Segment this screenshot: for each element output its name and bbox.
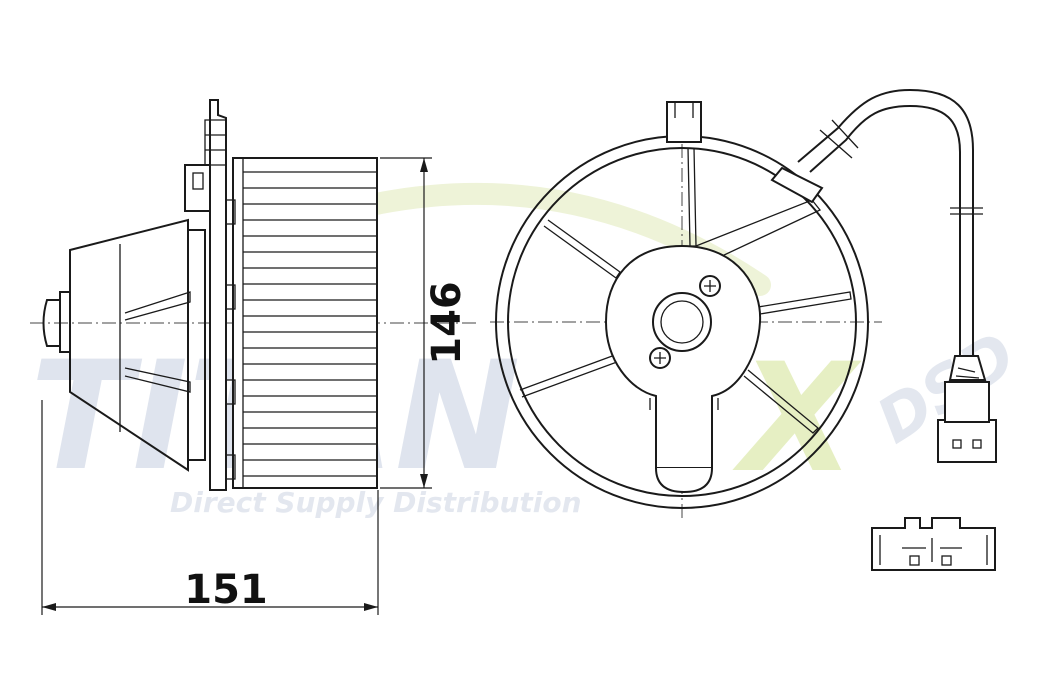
cable-outer xyxy=(797,88,974,356)
inner-ring xyxy=(507,147,857,497)
hub-tab-3 xyxy=(225,379,236,405)
height-arrow-bottom xyxy=(420,474,428,488)
power-cable xyxy=(770,88,983,356)
spoke-right xyxy=(757,291,852,315)
side-view xyxy=(30,99,480,491)
top-connector xyxy=(666,101,702,143)
spoke-to-cable xyxy=(695,199,822,257)
hub-tab-2 xyxy=(225,284,236,310)
height-arrow-top xyxy=(420,158,428,172)
impeller-blades xyxy=(243,171,377,477)
spoke-lower-right xyxy=(743,369,819,434)
cable-tie xyxy=(950,207,983,215)
motor-shaft xyxy=(660,300,704,344)
width-arrow-right xyxy=(364,603,378,611)
connector-face-detail xyxy=(871,517,996,571)
spoke-top xyxy=(687,147,697,247)
watermark-tagline: Direct Supply Distribution xyxy=(170,486,582,519)
hub-tab-1 xyxy=(225,199,236,225)
plate-bracket-lines xyxy=(205,134,226,151)
width-dimension-label: 151 xyxy=(184,567,268,613)
spoke-upper-left xyxy=(543,219,621,279)
central-hub xyxy=(604,244,762,469)
front-view xyxy=(490,88,997,571)
cable-inner xyxy=(809,104,961,356)
housing-rib-lower xyxy=(124,367,191,393)
plug-body xyxy=(937,419,997,463)
cable-plug xyxy=(937,355,997,463)
motor-bearing-dome xyxy=(42,299,61,347)
side-connector-clip xyxy=(184,164,212,212)
watermark: TITAN X Direct Supply Distribution DSD xyxy=(30,182,1028,519)
screw-top-right xyxy=(699,275,721,297)
dimension-lines: 151 146 xyxy=(41,157,470,615)
mount-flange-body xyxy=(188,229,206,461)
housing-rib-upper xyxy=(124,291,191,321)
mounting-plate xyxy=(209,99,227,491)
motor-shaft-hole xyxy=(652,292,712,352)
clip-window xyxy=(192,172,204,190)
plug-neck xyxy=(944,381,990,423)
top-connector-detail xyxy=(674,102,694,118)
plug-pin-2 xyxy=(972,439,982,449)
screw-bottom-left xyxy=(649,347,671,369)
hub-tab-4 xyxy=(225,454,236,480)
plug-pin-1 xyxy=(952,439,962,449)
hub-stem-marks xyxy=(649,398,719,410)
hub-stem-end xyxy=(655,467,713,494)
height-dimension-label: 146 xyxy=(424,281,470,365)
cable-wire-split xyxy=(819,119,859,159)
cable-grommet xyxy=(770,166,824,204)
spoke-lower-left xyxy=(519,354,618,398)
width-arrow-left xyxy=(42,603,56,611)
impeller-wheel xyxy=(232,157,378,489)
